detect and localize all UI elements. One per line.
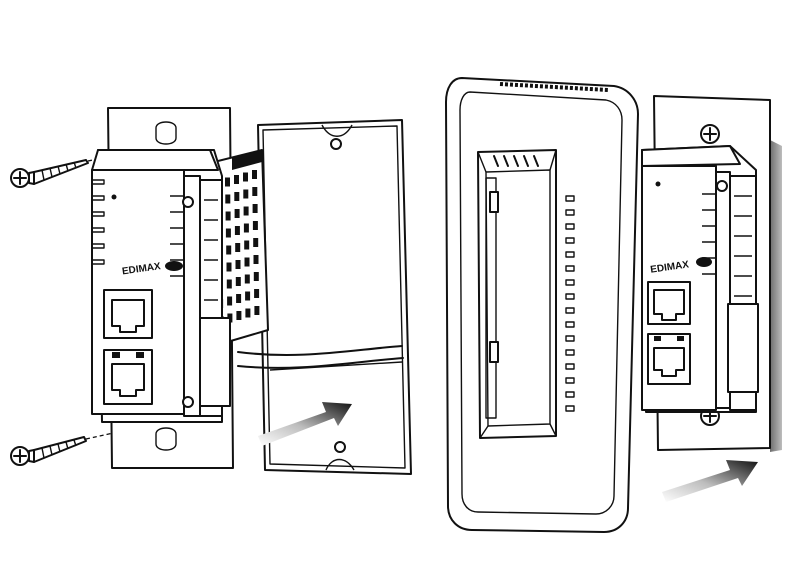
wall-shadow: [770, 140, 782, 452]
screw-top-icon: [10, 159, 89, 188]
face-plate-slot: [565, 195, 575, 202]
module-left: EDIMAX: [91, 149, 231, 423]
vent-slot: [234, 192, 240, 201]
vent-slot: [253, 272, 259, 281]
face-plate-slot: [565, 391, 575, 398]
face-plate-slot: [565, 237, 575, 244]
ethernet-port-icon: [647, 281, 691, 325]
face-plate-slot: [565, 265, 575, 272]
vent-slot: [243, 172, 248, 182]
face-plate-slot: [565, 223, 575, 230]
vent-slot: [254, 306, 260, 315]
face-plate-slot: [565, 349, 575, 356]
vent-slot: [225, 177, 230, 187]
vent-slot: [244, 274, 250, 284]
face-plate-slot: [565, 307, 575, 314]
ethernet-port-icon: [103, 349, 153, 405]
vent-slot: [234, 209, 240, 218]
face-plate-slot: [565, 251, 575, 258]
vent-slot: [252, 204, 258, 213]
face-plate-slot: [565, 405, 575, 412]
vent-slot: [252, 170, 257, 179]
vent-slot: [243, 189, 249, 199]
module-right: EDIMAX: [641, 145, 759, 413]
vent-slot: [234, 226, 240, 235]
vent-slot: [226, 245, 232, 255]
face-plate-slot: [565, 335, 575, 342]
brand-logo-right: EDIMAX: [650, 259, 690, 275]
vent-slot: [236, 294, 242, 303]
ethernet-port-icon: [103, 289, 153, 339]
vent-slot: [225, 228, 231, 238]
vent-slot: [253, 238, 259, 247]
vent-slot: [245, 308, 251, 318]
vent-slot: [243, 223, 249, 233]
face-plate-slot: [565, 209, 575, 216]
vent-slot: [253, 255, 259, 264]
vent-slot: [234, 175, 239, 184]
vent-slot: [245, 291, 251, 301]
vent-slot: [226, 279, 232, 289]
vent-slot: [226, 262, 232, 272]
face-plate-slot: [565, 363, 575, 370]
vent-slot: [227, 296, 233, 306]
vent-slot: [225, 194, 231, 204]
vent-slot: [244, 257, 250, 267]
brand-logo-left: EDIMAX: [121, 261, 161, 277]
screw-bottom-icon: [10, 436, 87, 466]
vent-slot: [236, 311, 242, 320]
face-plate-slot: [565, 377, 575, 384]
vent-slot: [252, 221, 258, 230]
vent-slot: [244, 240, 250, 250]
face-plate-slot: [565, 293, 575, 300]
screw-bottom-guide: [85, 424, 151, 440]
vent-slot: [225, 211, 231, 221]
vent-slot: [243, 206, 249, 216]
face-plate-slot: [565, 279, 575, 286]
vent-slot: [252, 187, 258, 196]
face-plate: [445, 77, 639, 533]
arrow-into-box-icon: [258, 402, 352, 446]
face-plate-slots: [565, 195, 575, 412]
vent-slot: [235, 277, 241, 286]
ethernet-port-icon: [647, 333, 691, 385]
arrow-onto-plate-icon: [662, 460, 758, 502]
face-plate-slot: [565, 321, 575, 328]
vent-slot: [235, 243, 241, 252]
electrical-box: [237, 119, 412, 475]
vent-slot: [254, 289, 260, 298]
vent-slot: [235, 260, 241, 269]
